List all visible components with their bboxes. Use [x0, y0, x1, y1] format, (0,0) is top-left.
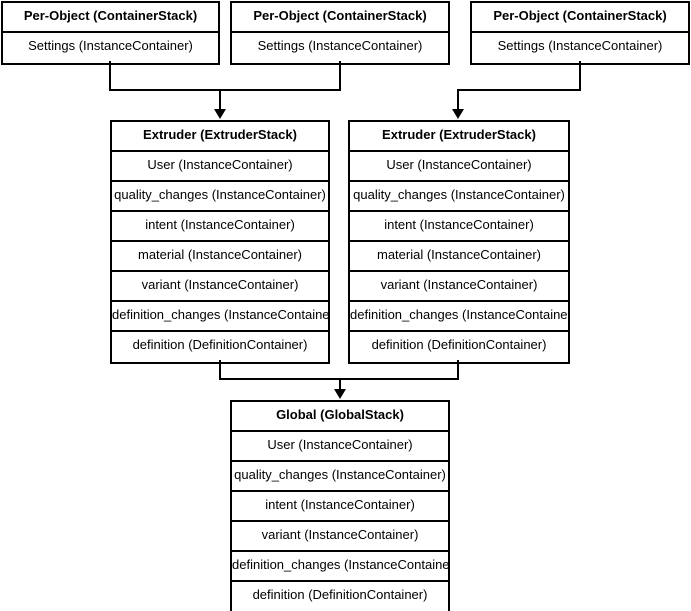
per-object-stack-3-header: Per-Object (ContainerStack) — [472, 3, 688, 33]
per-object-stack-3-row-settings: Settings (InstanceContainer) — [472, 33, 688, 63]
per-object-stack-1: Per-Object (ContainerStack) Settings (In… — [1, 1, 220, 65]
global-stack-row-intent: intent (InstanceContainer) — [232, 492, 448, 522]
per-object-stack-2: Per-Object (ContainerStack) Settings (In… — [230, 1, 450, 65]
extruder-stack-2-row-quality-changes: quality_changes (InstanceContainer) — [350, 182, 568, 212]
extruder-stack-1-row-definition-changes: definition_changes (InstanceContainer) — [112, 302, 328, 332]
arrowhead-to-extruder-2 — [452, 109, 464, 119]
extruder-stack-1: Extruder (ExtruderStack) User (InstanceC… — [110, 120, 330, 364]
per-object-stack-1-row-settings: Settings (InstanceContainer) — [3, 33, 218, 63]
arrowhead-to-global — [334, 389, 346, 399]
global-stack-header: Global (GlobalStack) — [232, 402, 448, 432]
extruder-stack-2-row-definition: definition (DefinitionContainer) — [350, 332, 568, 362]
per-object-stack-2-row-settings: Settings (InstanceContainer) — [232, 33, 448, 63]
connector-merge-extruder1 — [109, 89, 341, 91]
global-stack-row-variant: variant (InstanceContainer) — [232, 522, 448, 552]
extruder-stack-2: Extruder (ExtruderStack) User (InstanceC… — [348, 120, 570, 364]
arrowhead-to-extruder-1 — [214, 109, 226, 119]
extruder-stack-1-row-variant: variant (InstanceContainer) — [112, 272, 328, 302]
global-stack-row-quality-changes: quality_changes (InstanceContainer) — [232, 462, 448, 492]
connector-perobject1-down — [109, 61, 111, 91]
per-object-stack-3: Per-Object (ContainerStack) Settings (In… — [470, 1, 690, 65]
connector-extruder1-to-global — [219, 360, 221, 380]
extruder-stack-2-header: Extruder (ExtruderStack) — [350, 122, 568, 152]
extruder-stack-2-row-material: material (InstanceContainer) — [350, 242, 568, 272]
global-stack-row-user: User (InstanceContainer) — [232, 432, 448, 462]
per-object-stack-1-header: Per-Object (ContainerStack) — [3, 3, 218, 33]
connector-perobject3-down — [579, 61, 581, 91]
extruder-stack-2-row-definition-changes: definition_changes (InstanceContainer) — [350, 302, 568, 332]
connector-global-drop — [339, 378, 341, 392]
extruder-stack-1-header: Extruder (ExtruderStack) — [112, 122, 328, 152]
extruder-stack-2-row-variant: variant (InstanceContainer) — [350, 272, 568, 302]
global-stack-row-definition: definition (DefinitionContainer) — [232, 582, 448, 611]
extruder-stack-2-row-user: User (InstanceContainer) — [350, 152, 568, 182]
extruder-stack-2-row-intent: intent (InstanceContainer) — [350, 212, 568, 242]
connector-extruder2-drop — [457, 89, 459, 111]
extruder-stack-1-row-material: material (InstanceContainer) — [112, 242, 328, 272]
connector-extruder2-to-global — [457, 360, 459, 380]
extruder-stack-1-row-quality-changes: quality_changes (InstanceContainer) — [112, 182, 328, 212]
per-object-stack-2-header: Per-Object (ContainerStack) — [232, 3, 448, 33]
extruder-stack-1-row-user: User (InstanceContainer) — [112, 152, 328, 182]
global-stack-row-definition-changes: definition_changes (InstanceContainer) — [232, 552, 448, 582]
connector-perobject2-down — [339, 61, 341, 91]
connector-merge-extruder2 — [457, 89, 581, 91]
global-stack: Global (GlobalStack) User (InstanceConta… — [230, 400, 450, 611]
extruder-stack-1-row-definition: definition (DefinitionContainer) — [112, 332, 328, 362]
extruder-stack-1-row-intent: intent (InstanceContainer) — [112, 212, 328, 242]
connector-extruder1-drop — [219, 89, 221, 111]
